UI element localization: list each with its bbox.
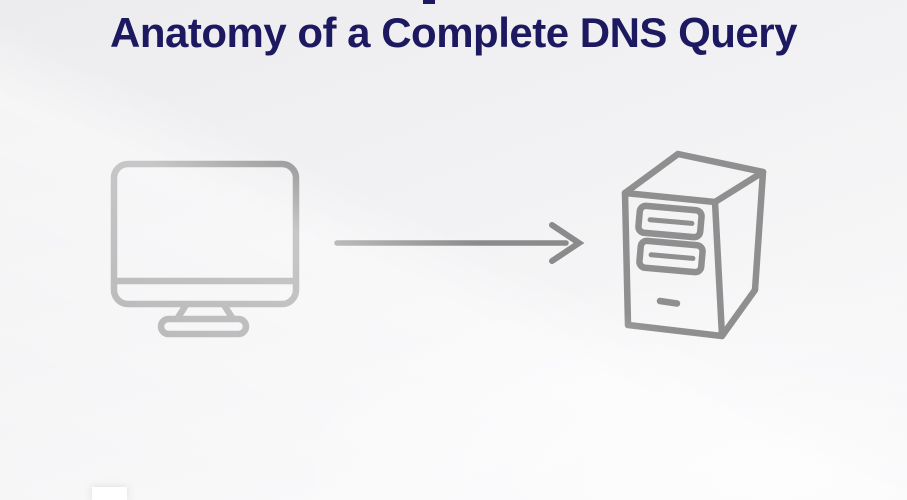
slide-title: Anatomy of a Complete DNS Query <box>110 9 797 56</box>
caption-box-peek <box>92 487 127 500</box>
cropped-text-fragment <box>423 0 435 4</box>
desktop-computer-icon <box>110 160 300 338</box>
server-tower-outline <box>621 150 767 340</box>
server-tower-icon <box>621 150 767 340</box>
arrow-right-stroke <box>334 222 585 264</box>
server-power-slot <box>656 297 681 307</box>
server-drive-bay <box>635 202 705 241</box>
arrow-right-icon <box>334 222 585 264</box>
desktop-computer-outline <box>110 160 300 338</box>
server-drive-bay <box>636 237 706 276</box>
